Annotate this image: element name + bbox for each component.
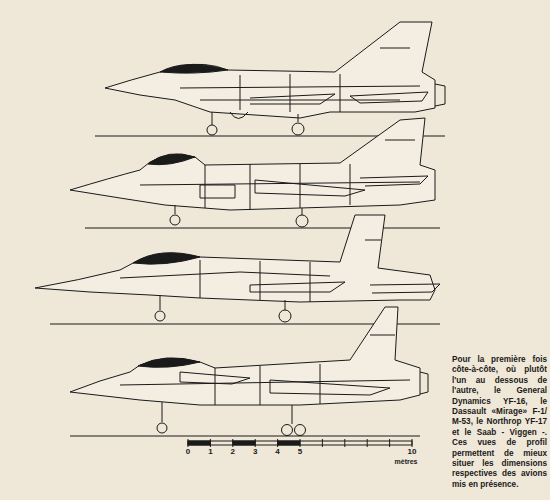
scale-number: 3 [253, 447, 257, 456]
scale-tick [344, 439, 345, 447]
scale-unit: mètres [395, 458, 418, 465]
scale-block [233, 441, 255, 445]
scale-tick [232, 439, 233, 447]
scale-number: 2 [231, 447, 235, 456]
scale-tick [389, 439, 390, 447]
scale-number: 1 [208, 447, 212, 456]
scale-number: 0 [186, 447, 190, 456]
scale-tick [255, 439, 256, 447]
yf16-profile [95, 22, 445, 136]
scale-number: 4 [275, 447, 279, 456]
viggen-profile [70, 307, 428, 436]
yf17-profile [35, 215, 440, 324]
scale-tick [367, 439, 368, 447]
caption-text: Pour la première fois côte-à-côte, où pl… [452, 355, 547, 490]
scale-block [278, 441, 300, 445]
scale-tick [277, 439, 278, 447]
scale-tick [210, 439, 211, 447]
scale-tick [412, 439, 413, 447]
scale-tick [188, 439, 189, 447]
scale-number: 5 [298, 447, 302, 456]
scale-tick [322, 439, 323, 447]
scale-number: 10 [408, 447, 417, 456]
scale-tick [300, 439, 301, 447]
mirage-profile [70, 118, 440, 228]
scale-bar [188, 439, 412, 447]
scale-block [188, 441, 210, 445]
